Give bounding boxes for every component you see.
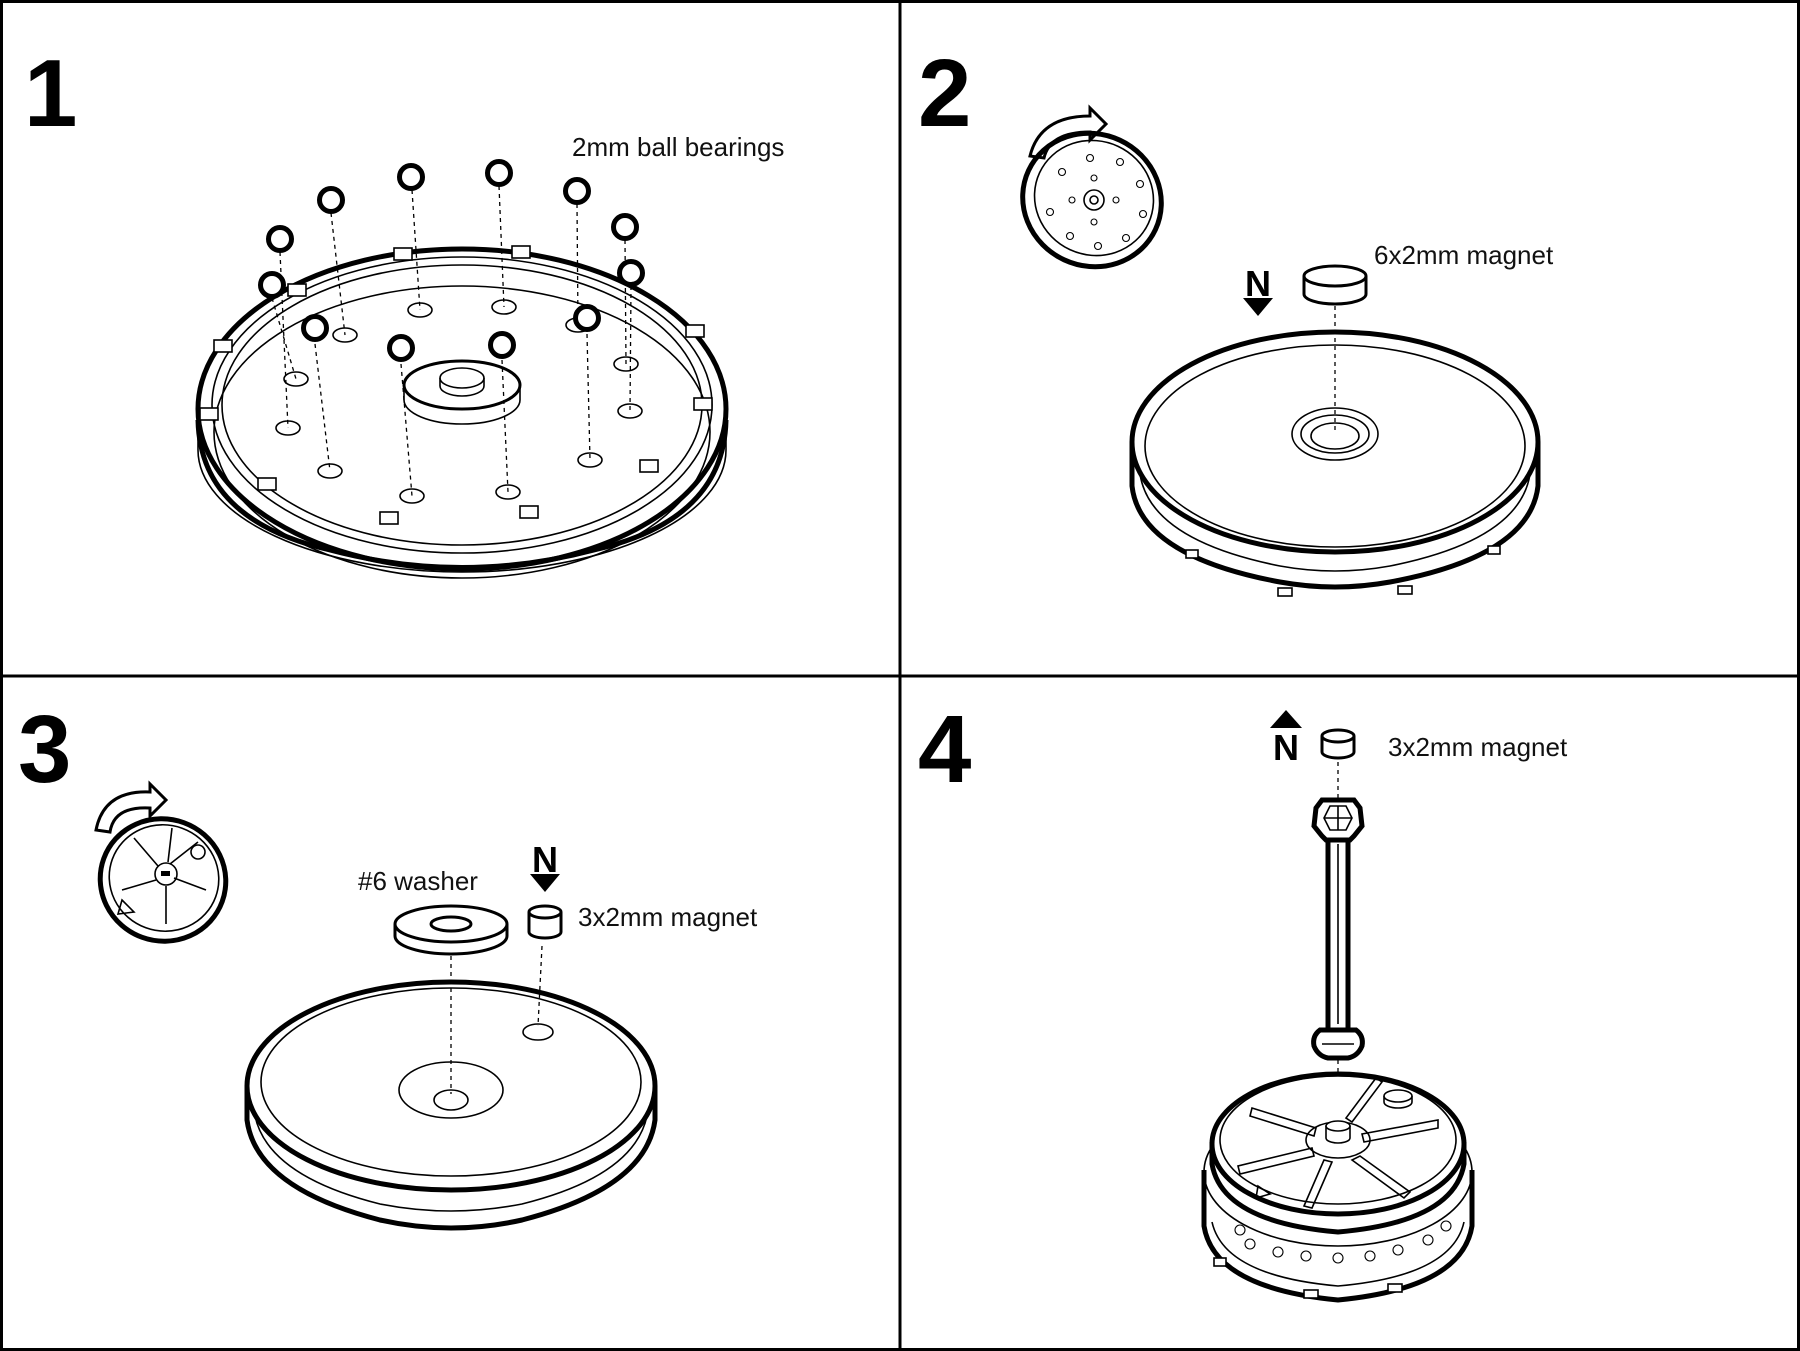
north-arrow-up: N xyxy=(1270,710,1302,768)
magnet-3x2 xyxy=(527,904,563,940)
step-4-pole-label: N xyxy=(1273,727,1299,768)
lower-holes xyxy=(1234,1220,1452,1264)
flipped-disc-3 xyxy=(97,816,229,944)
flip-arrow-icon-3 xyxy=(94,780,169,834)
step-2-pole-label: N xyxy=(1245,263,1271,304)
stacked-assembly xyxy=(1201,1071,1475,1303)
center-hub xyxy=(402,359,522,425)
panel-step-3: 3 #6 washer N xyxy=(18,696,758,1231)
panel-step-4: 4 N 3x2mm magnet xyxy=(918,696,1568,1303)
shaft xyxy=(1311,797,1365,1061)
panel-step-2: 2 N xyxy=(918,40,1554,597)
flipped-disc xyxy=(1020,130,1164,270)
panel-step-1: 1 2mm ball bearings xyxy=(24,40,784,579)
step-1-label: 2mm ball bearings xyxy=(572,132,784,162)
base-tray xyxy=(195,245,729,579)
step-3-pole-label: N xyxy=(532,839,558,880)
ball-bearings xyxy=(258,159,645,497)
bearing-holes xyxy=(275,299,643,504)
base-disc-3 xyxy=(244,979,658,1231)
step-2-label: 6x2mm magnet xyxy=(1374,240,1554,270)
north-arrow-down: N xyxy=(1243,263,1273,316)
base-disc xyxy=(1129,329,1541,597)
magnet-3x2-top xyxy=(1320,728,1356,760)
step-3-number: 3 xyxy=(18,696,71,803)
step-1-number: 1 xyxy=(24,40,77,147)
washer-6 xyxy=(393,904,509,956)
step-3-washer-label: #6 washer xyxy=(358,866,478,896)
magnet-6x2 xyxy=(1302,264,1368,306)
rim-tabs xyxy=(199,245,713,525)
north-arrow-down-3: N xyxy=(530,839,560,892)
step-4-number: 4 xyxy=(918,696,971,803)
step-2-number: 2 xyxy=(918,40,971,147)
step-3-label: 3x2mm magnet xyxy=(578,902,758,932)
rotor-spokes xyxy=(1237,1076,1439,1209)
step-4-label: 3x2mm magnet xyxy=(1388,732,1568,762)
